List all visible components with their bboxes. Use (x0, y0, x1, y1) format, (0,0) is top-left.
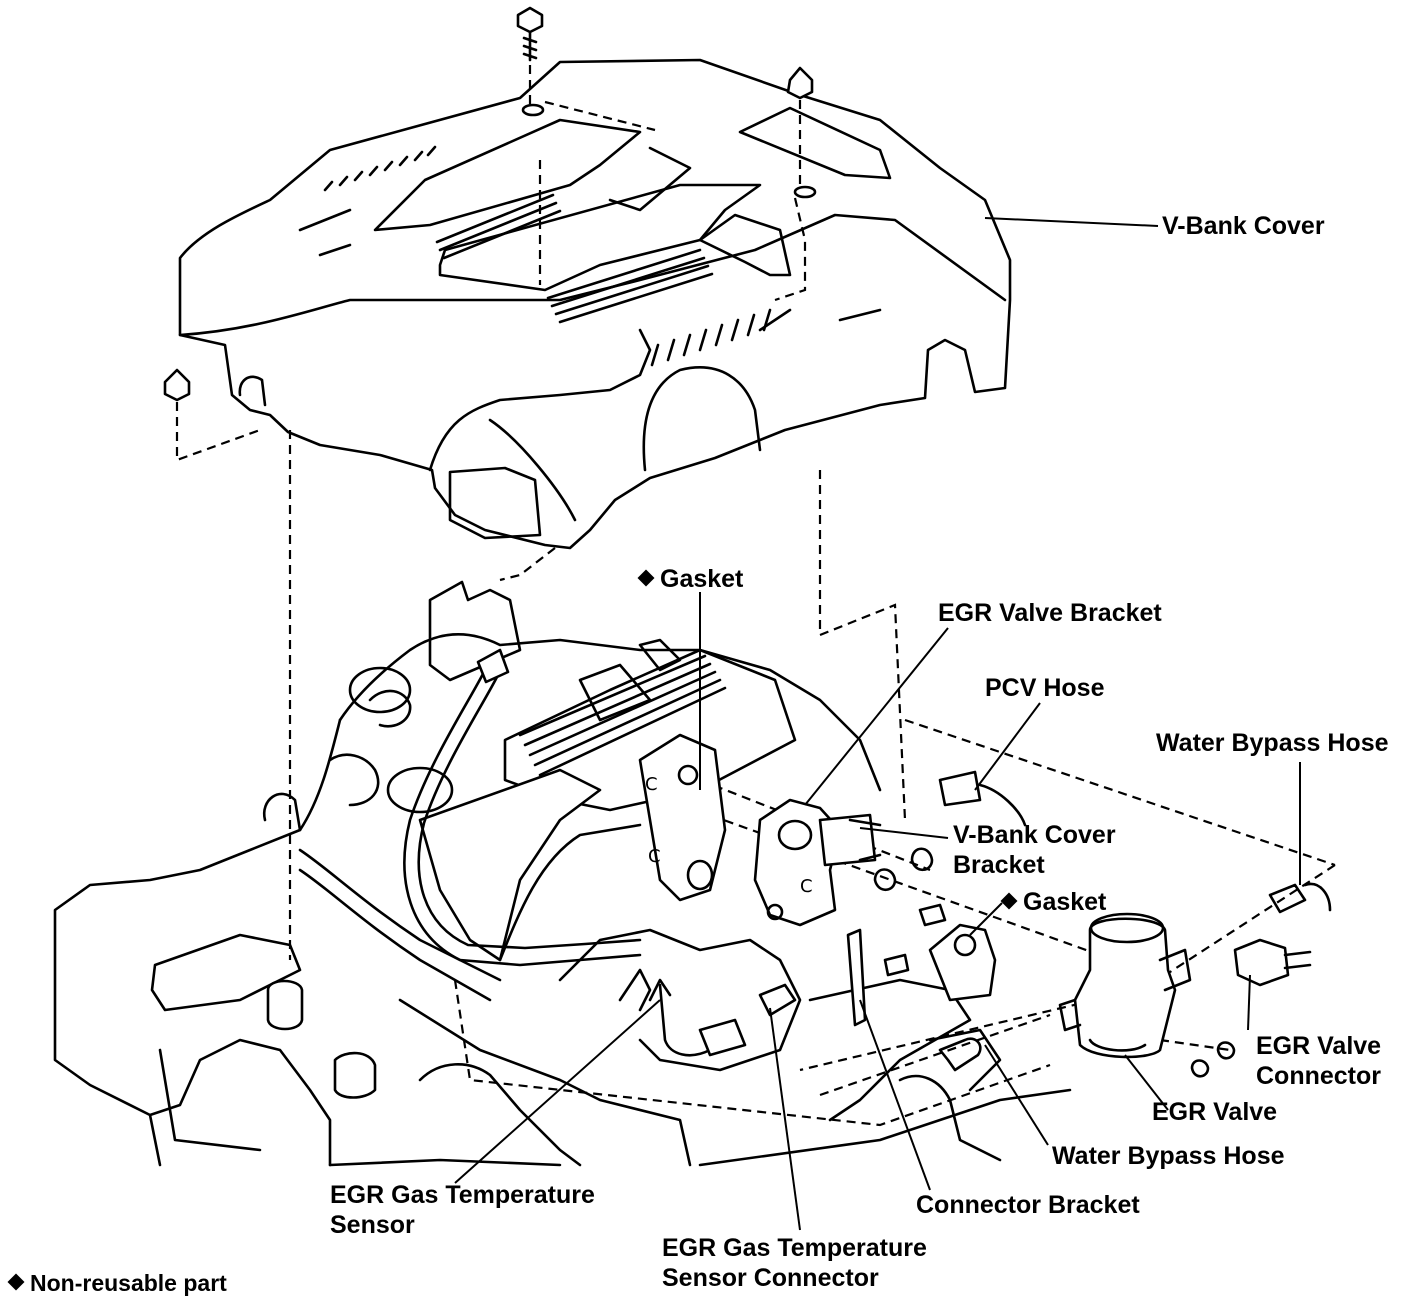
engine-body-drawing: C C C (53, 580, 1332, 1167)
legend-non-reusable: Non-reusable part (7, 1268, 227, 1298)
label-water-bypass-hose-top: Water Bypass Hose (1156, 729, 1389, 757)
label-egr-valve-bracket: EGR Valve Bracket (938, 599, 1162, 627)
v-bank-cover-drawing (178, 58, 1012, 550)
svg-text:C: C (648, 846, 661, 867)
egr-gas-temp-sensor-line-1: EGR Gas Temperature (330, 1181, 595, 1209)
label-connector-bracket: Connector Bracket (916, 1191, 1140, 1219)
label-egr-valve-connector: EGR Valve Connector (1256, 1031, 1381, 1091)
gasket-right-text: Gasket (1023, 888, 1107, 916)
svg-text:C: C (800, 876, 813, 897)
leader-lines (454, 217, 1301, 1231)
label-water-bypass-hose-bottom: Water Bypass Hose (1052, 1142, 1285, 1170)
egr-valve-connector-line-2: Connector (1256, 1062, 1381, 1090)
gasket-top-text: Gasket (660, 565, 744, 593)
diamond-icon (1000, 892, 1018, 910)
label-v-bank-cover-bracket: V-Bank Cover Bracket (953, 820, 1116, 880)
svg-text:C: C (645, 774, 658, 795)
diamond-icon (637, 569, 655, 587)
egr-gas-temp-sensor-line-2: Sensor (330, 1211, 415, 1239)
egr-valve-connector-line-1: EGR Valve (1256, 1032, 1382, 1060)
fastener-drawings (163, 6, 814, 402)
v-bank-cover-bracket-line-1: V-Bank Cover (953, 821, 1116, 849)
legend-text: Non-reusable part (30, 1270, 227, 1296)
diamond-icon (7, 1273, 25, 1291)
label-v-bank-cover: V-Bank Cover (1162, 212, 1325, 240)
label-egr-gas-temp-sensor-connector: EGR Gas Temperature Sensor Connector (662, 1233, 927, 1293)
label-egr-gas-temp-sensor: EGR Gas Temperature Sensor (330, 1180, 595, 1240)
egr-gas-temp-sensor-connector-line-2: Sensor Connector (662, 1264, 879, 1292)
egr-gas-temp-sensor-connector-line-1: EGR Gas Temperature (662, 1234, 927, 1262)
label-gasket-top: Gasket (637, 564, 744, 594)
v-bank-cover-bracket-line-2: Bracket (953, 851, 1045, 879)
label-egr-valve: EGR Valve (1152, 1098, 1278, 1126)
label-gasket-right: Gasket (1000, 887, 1107, 917)
label-pcv-hose: PCV Hose (985, 674, 1105, 702)
